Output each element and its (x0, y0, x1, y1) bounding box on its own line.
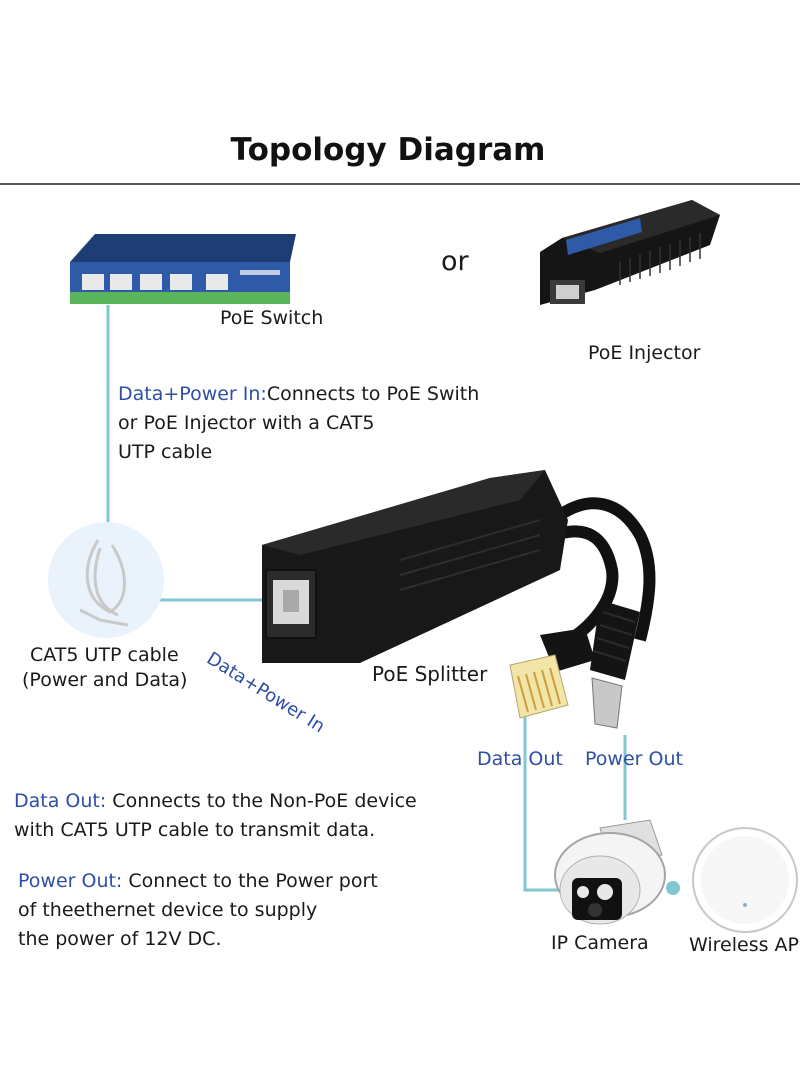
power-out-line-1: Connect to the Power port (122, 870, 378, 892)
data-out-label: Data Out (477, 748, 563, 770)
poe-switch-label: PoE Switch (220, 307, 324, 329)
connector-dot (666, 881, 680, 895)
connector-lines (106, 305, 627, 892)
rj45-plug-icon (509, 628, 595, 719)
injector-icon (540, 200, 720, 305)
power-out-line-2: of theethernet device to supply (18, 899, 318, 921)
data-power-in-line-1: Connects to PoE Swith (266, 383, 480, 405)
data-out-heading: Data Out: (14, 790, 107, 812)
cable-label-line-2: (Power and Data) (22, 669, 188, 691)
camera-icon (554, 819, 666, 925)
data-power-in-line-2: or PoE Injector with a CAT5 (118, 412, 375, 434)
dc-plug-icon (590, 600, 640, 729)
ip-camera-label: IP Camera (551, 932, 649, 954)
data-out-line-1: Connects to the Non-PoE device (106, 790, 417, 812)
power-out-note: Power Out: Connect to the Power port of … (18, 867, 378, 954)
or-label: or (441, 246, 469, 277)
data-out-note: Data Out: Connects to the Non-PoE device… (14, 787, 417, 845)
power-out-label: Power Out (585, 748, 683, 770)
cable-coil-icon (48, 522, 164, 638)
page-title: Topology Diagram (230, 132, 546, 168)
switch-icon (70, 234, 296, 304)
data-power-in-heading: Data+Power In: (118, 383, 267, 405)
data-out-line-2: with CAT5 UTP cable to transmit data. (14, 819, 376, 841)
data-power-in-line-3: UTP cable (118, 441, 213, 463)
title-divider (0, 183, 800, 185)
wireless-ap-label: Wireless AP (689, 934, 799, 956)
cable-label-line-1: CAT5 UTP cable (30, 644, 179, 666)
poe-injector-label: PoE Injector (588, 342, 701, 364)
poe-splitter-label: PoE Splitter (372, 662, 488, 686)
splitter-icon (262, 470, 656, 663)
wireless-ap-icon (692, 827, 798, 933)
power-out-line-3: the power of 12V DC. (18, 928, 222, 950)
data-power-in-note: Data+Power In:Connects to PoE Swith or P… (118, 380, 479, 467)
power-out-heading: Power Out: (18, 870, 123, 892)
